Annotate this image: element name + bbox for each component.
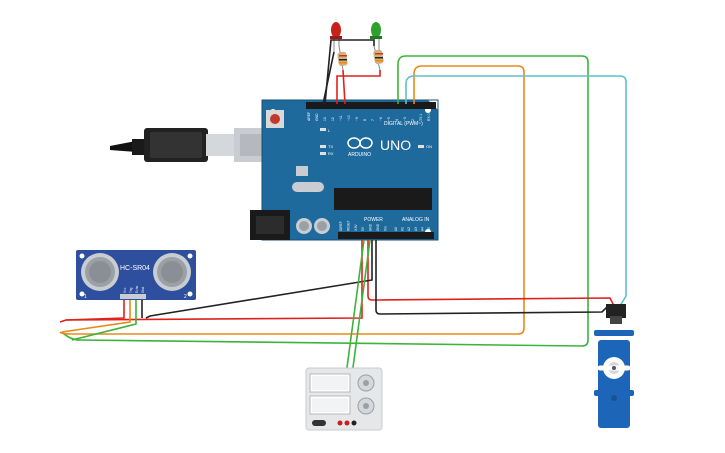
sensor-label: HC-SR04 [120, 265, 150, 272]
analog-pin-label-2: A2 [407, 227, 411, 231]
top-pin-label-7: 8 [363, 119, 367, 121]
analog-pin-label-3: A3 [414, 227, 418, 231]
lcd-module-icon[interactable] [305, 367, 383, 431]
power-label: POWER [364, 217, 383, 223]
top-pin-label-10: ~5 [387, 117, 391, 121]
top-pin-label-9: ~6 [379, 117, 383, 121]
digital-label: DIGITAL (PWM~) [384, 121, 423, 127]
analog-pin-label-1: A1 [401, 227, 405, 231]
top-pin-label-13: 2 [411, 119, 415, 121]
top-pin-label-14: TX 1 [419, 114, 423, 121]
on-label: ON [426, 144, 432, 149]
top-pin-label-4: ~11 [339, 115, 343, 121]
analog-pin-label-0: A0 [394, 227, 398, 231]
board-brand: ARDUINO [348, 152, 371, 158]
power-pin-label-6: Vin [383, 226, 387, 231]
usb-plug-icon [110, 128, 280, 162]
arduino-uno-board[interactable]: UNO ARDUINO DIGITAL (PWM~) POWER ANALOG … [250, 99, 439, 241]
top-pin-label-11: 4 [395, 119, 399, 121]
led-wires [322, 39, 381, 105]
resistor-icon[interactable] [337, 45, 348, 71]
led-icon[interactable] [330, 22, 342, 52]
sensor-marker-left: 1 [84, 294, 87, 300]
power-pin-label-3: 5V [361, 226, 365, 231]
power-pin-label-2: 3.3V [354, 224, 358, 231]
power-pin-label-5: GND [376, 223, 380, 231]
analog-pin-label-5: A5 [427, 227, 431, 231]
power-pin-label-4: GND [369, 223, 373, 231]
power-pin-label-0: IOREF [339, 221, 343, 231]
top-pin-label-5: ~10 [347, 115, 351, 121]
sensor-pin-label-1: Trig [129, 287, 133, 293]
sensor-pin-label-2: Echo [135, 286, 139, 293]
top-pin-label-15: RX 0 [427, 113, 431, 121]
ultrasonic-sensor[interactable]: HC-SR04 1 2 [76, 250, 196, 300]
l-label: L [328, 128, 331, 133]
sensor-pin-label-3: Gnd [141, 287, 145, 293]
top-pin-label-1: GND [315, 113, 319, 121]
led-icon[interactable] [370, 22, 382, 52]
power-pin-label-1: RESET [346, 220, 350, 231]
tx-label: TX [328, 144, 333, 149]
top-pin-label-2: 13 [323, 117, 327, 121]
top-pin-label-8: 7 [371, 119, 375, 121]
sensor-marker-right: 2 [184, 294, 187, 300]
top-pin-labels: AREF GND 13 12 ~11 ~10 ~9 8 7 ~6 ~5 4 ~3 2 TX 1 RX 0 [307, 112, 431, 121]
resistor-icon[interactable] [373, 45, 384, 71]
reset-button-icon[interactable] [266, 110, 284, 128]
analog-label: ANALOG IN [402, 217, 430, 223]
top-pin-label-0: AREF [307, 112, 311, 121]
top-pin-label-6: ~9 [355, 117, 359, 121]
top-pin-label-3: 12 [331, 117, 335, 121]
arduino-logo-icon [347, 137, 373, 149]
analog-pin-label-4: A4 [420, 227, 424, 231]
rx-label: RX [328, 151, 334, 156]
top-pin-label-12: ~3 [403, 117, 407, 121]
servo-icon[interactable] [594, 304, 634, 428]
sensor-pin-label-0: Vcc [123, 287, 127, 293]
board-model: UNO [380, 137, 411, 153]
